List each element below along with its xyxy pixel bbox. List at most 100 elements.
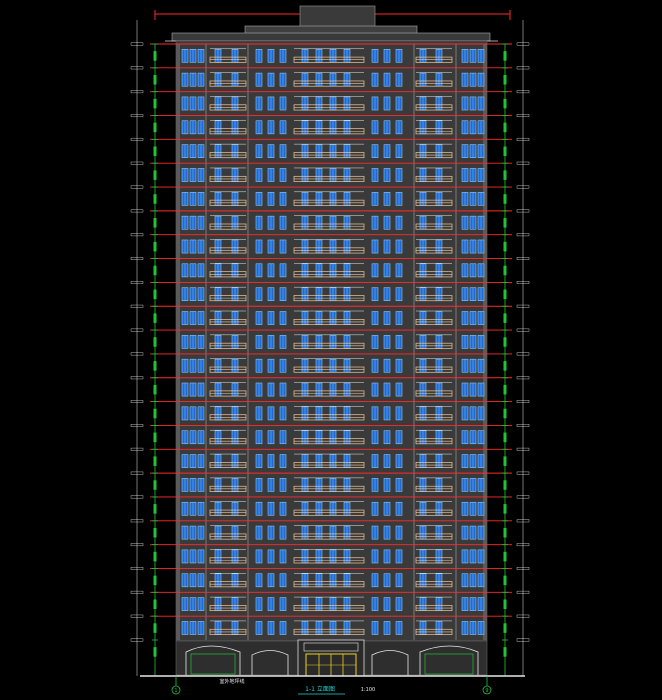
dimension-segment: [503, 51, 507, 61]
level-marker: [130, 471, 144, 475]
dimension-segment: [153, 337, 157, 347]
svg-text:9: 9: [485, 688, 488, 694]
dimension-segment: [503, 98, 507, 109]
ground-note: 室外地坪线: [219, 678, 244, 685]
left-dimension-chain: [130, 20, 158, 676]
level-marker: [516, 376, 530, 380]
dimension-segment: [153, 480, 157, 490]
level-marker: [516, 424, 530, 427]
dimension-segment: [503, 170, 507, 180]
dimension-segment: [153, 361, 157, 371]
dimension-segment: [503, 480, 507, 490]
level-marker: [130, 590, 144, 594]
level-marker: [130, 42, 144, 46]
level-marker: [130, 543, 144, 547]
dimension-segment: [153, 51, 157, 61]
level-marker: [516, 543, 530, 547]
level-marker: [130, 567, 144, 570]
level-marker: [130, 638, 144, 642]
svg-text:1: 1: [174, 688, 177, 694]
dimension-segment: [503, 74, 507, 85]
dimension-segment: [503, 647, 507, 657]
level-marker: [516, 328, 530, 332]
dimension-segment: [503, 361, 507, 371]
facade-pilaster: [247, 44, 249, 640]
dimension-segment: [503, 218, 507, 228]
dimension-segment: [503, 313, 507, 323]
axis-marker-right: 9: [482, 676, 492, 695]
level-marker: [516, 519, 530, 523]
dimension-segment: [503, 289, 507, 300]
dimension-segment: [153, 289, 157, 300]
level-marker: [130, 519, 144, 523]
level-marker: [516, 352, 530, 356]
dimension-segment: [503, 623, 507, 633]
level-marker: [130, 185, 144, 189]
main-entrance[interactable]: [297, 639, 365, 677]
level-marker: [516, 614, 530, 618]
level-marker: [516, 590, 530, 594]
facade-pilaster: [455, 44, 457, 640]
level-marker: [130, 495, 144, 499]
drawing-scale: 1:100: [361, 687, 375, 693]
level-marker: [130, 447, 144, 451]
dimension-segment: [153, 218, 157, 228]
level-marker: [130, 161, 144, 165]
level-marker: [516, 281, 530, 284]
dimension-segment: [503, 337, 507, 347]
level-marker: [130, 424, 144, 427]
facade-pilaster: [205, 44, 207, 640]
facade-pilaster: [483, 44, 487, 640]
dimension-segment: [503, 551, 507, 562]
dimension-segment: [503, 456, 507, 466]
dimension-segment: [503, 265, 507, 276]
level-marker: [130, 90, 144, 94]
level-marker: [516, 209, 530, 213]
dimension-segment: [503, 384, 507, 395]
dimension-segment: [153, 527, 157, 538]
dimension-segment: [153, 265, 157, 276]
dimension-segment: [153, 170, 157, 180]
dimension-segment: [503, 599, 507, 610]
dimension-segment: [153, 241, 157, 252]
dimension-segment: [153, 456, 157, 466]
dimension-segment: [153, 146, 157, 157]
level-marker: [130, 614, 144, 618]
dimension-segment: [153, 599, 157, 610]
right-dimension-chain: [502, 20, 530, 676]
level-marker: [130, 304, 144, 308]
level-marker: [130, 328, 144, 332]
dimension-segment: [153, 551, 157, 562]
dimension-segment: [153, 623, 157, 633]
level-marker: [130, 114, 144, 117]
drawing-title: 1-1 立面图: [305, 685, 335, 693]
level-marker: [130, 233, 144, 237]
dimension-segment: [503, 527, 507, 538]
dimension-segment: [503, 575, 507, 586]
level-marker: [516, 638, 530, 642]
level-marker: [516, 495, 530, 499]
level-marker: [516, 42, 530, 46]
dimension-segment: [153, 194, 157, 204]
level-marker: [516, 137, 530, 141]
dimension-segment: [153, 647, 157, 657]
level-marker: [516, 471, 530, 475]
level-marker: [130, 352, 144, 356]
dimension-segment: [153, 98, 157, 109]
level-marker: [516, 257, 530, 260]
level-marker: [516, 567, 530, 570]
dimension-segment: [153, 575, 157, 586]
level-marker: [516, 304, 530, 308]
axis-marker-left: 1: [171, 676, 181, 695]
level-marker: [516, 233, 530, 237]
dimension-segment: [153, 408, 157, 419]
level-marker: [516, 90, 530, 94]
facade-pilaster: [176, 44, 180, 640]
dimension-segment: [153, 432, 157, 443]
level-marker: [130, 209, 144, 213]
dimension-segment: [503, 432, 507, 443]
level-marker: [516, 161, 530, 165]
level-marker: [130, 257, 144, 260]
level-marker: [130, 137, 144, 141]
